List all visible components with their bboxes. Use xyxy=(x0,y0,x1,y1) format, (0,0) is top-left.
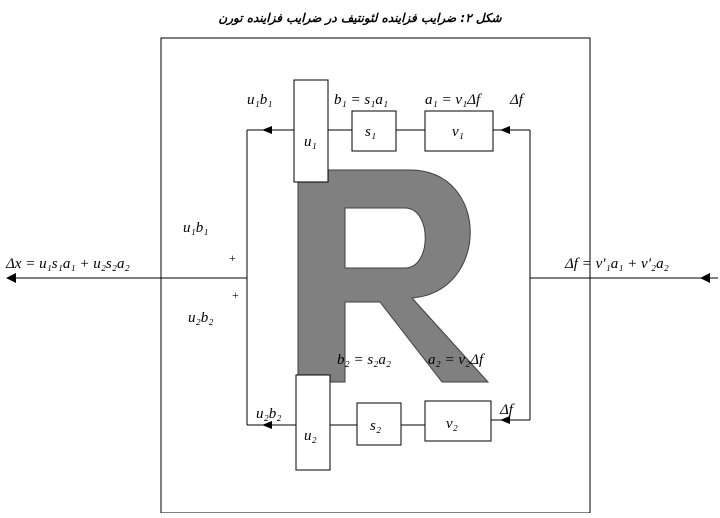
bottom-b-equation: b₂ = s₂a₂ xyxy=(337,352,391,368)
junction-lower-sign: + xyxy=(232,288,239,302)
top-left-arrowhead xyxy=(262,126,272,134)
box-u1 xyxy=(293,79,329,183)
bottom-out-label: u₂b₂ xyxy=(256,406,281,422)
box-v1-label: v₁ xyxy=(452,124,464,140)
box-v1 xyxy=(424,110,494,152)
box-u1-label: u₁ xyxy=(304,134,317,150)
input-plus: + xyxy=(623,256,641,272)
box-s1-label: s₁ xyxy=(365,124,376,140)
junction-upper-label: u₁b₁ xyxy=(183,220,208,236)
top-right-arrowhead xyxy=(500,126,510,134)
input-arrowhead xyxy=(700,273,710,283)
junction-lower-label: u₂b₂ xyxy=(188,310,213,326)
box-s2 xyxy=(356,402,402,446)
output-equation-term-1: u₁s₁a₁ xyxy=(39,256,75,272)
input-equation-term-1: v'₁a₁ xyxy=(596,256,624,272)
input-eq-sign: = xyxy=(578,256,596,272)
watermark-r xyxy=(297,169,490,383)
output-equation-term-2: u₂s₂a₂ xyxy=(93,256,129,272)
output-equation: Δx = u₁s₁a₁ + u₂s₂a₂ xyxy=(5,256,130,272)
top-b-equation: b₁ = s₁a₁ xyxy=(334,92,388,108)
figure-title: شکل ۲: ضرایب فزاینده لئونتیف در ضرایب فز… xyxy=(218,11,502,26)
box-u2 xyxy=(295,374,331,471)
output-eq-sign: = xyxy=(21,256,39,272)
top-a-equation: a₁ = v₁Δf xyxy=(425,92,482,108)
input-equation-term-2: v'₂a₂ xyxy=(641,256,669,272)
bottom-left-arrowhead xyxy=(262,421,272,429)
box-s1 xyxy=(351,110,397,152)
box-v2-label: v₂ xyxy=(446,416,458,432)
box-u2-label: u₂ xyxy=(304,428,317,444)
input-equation-lhs: Δf xyxy=(564,256,580,272)
output-arrowhead xyxy=(6,273,16,283)
top-out-label: u₁b₁ xyxy=(247,92,272,108)
junction-upper-sign: + xyxy=(229,251,236,265)
output-plus: + xyxy=(76,256,94,272)
input-equation: Δf = v'₁a₁ + v'₂a₂ xyxy=(564,256,669,272)
bottom-in-label: Δf xyxy=(499,402,515,418)
top-in-label: Δf xyxy=(509,92,525,108)
bottom-a-equation: a₂ = v₂Δf xyxy=(428,352,485,368)
output-equation-lhs: Δx xyxy=(5,256,22,272)
box-v2 xyxy=(424,400,492,442)
bottom-right-arrowhead xyxy=(500,416,510,424)
box-s2-label: s₂ xyxy=(370,418,381,434)
